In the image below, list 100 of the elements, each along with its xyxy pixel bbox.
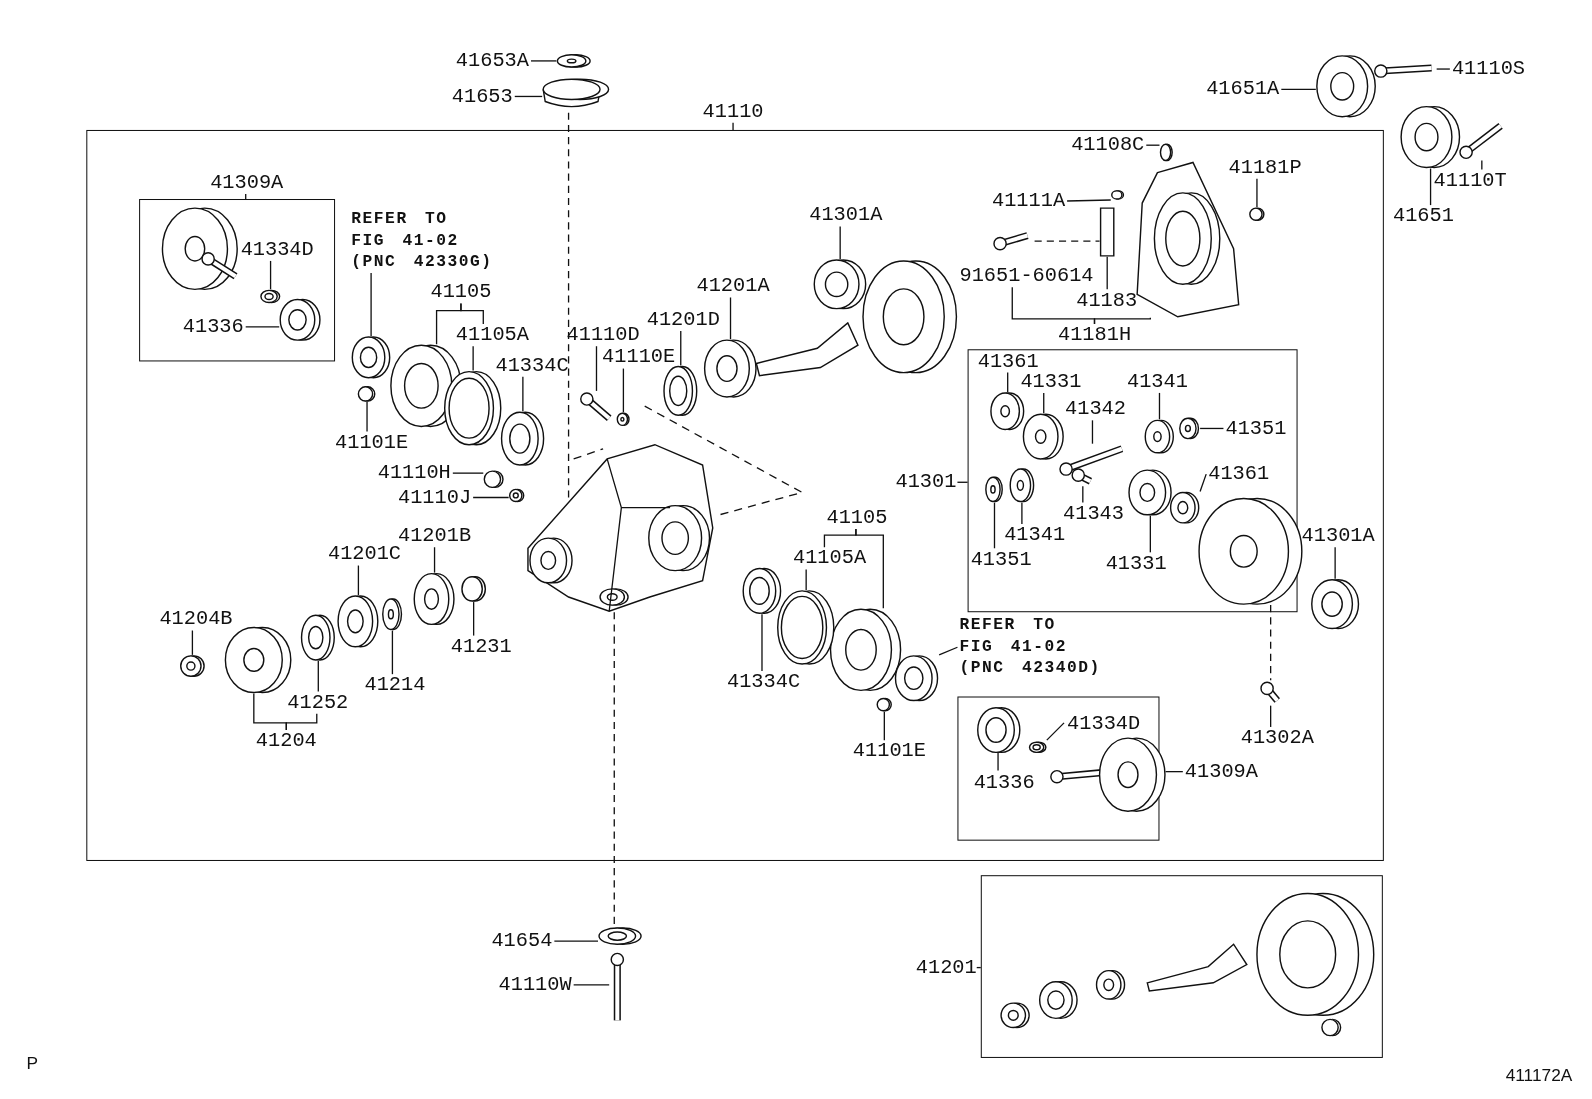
part-number: 41214	[364, 674, 426, 697]
reference-note: REFER TO FIG 41-02 (PNC 42330G)	[351, 209, 496, 274]
washer-drawing	[616, 412, 631, 427]
part-number: 41301	[895, 471, 957, 494]
nut-drawing	[179, 654, 206, 678]
leader-line	[1145, 144, 1161, 146]
part-number: 41110H	[377, 461, 451, 485]
differential-case-drawing	[1198, 497, 1304, 606]
part-number: 41351	[1225, 417, 1287, 440]
leader-line	[370, 272, 372, 337]
part-number: 41108C	[1071, 134, 1145, 157]
leader-line	[357, 564, 360, 596]
part-number: 41341	[1004, 523, 1066, 547]
flange-drawing	[224, 626, 293, 694]
part-number: 41201	[915, 956, 977, 979]
part-number: 41110W	[498, 973, 572, 996]
part-number: 41653A	[455, 49, 529, 73]
part-number: 41309A	[210, 171, 284, 194]
part-number: 41334C	[726, 671, 801, 694]
leader-line	[472, 496, 510, 499]
washer-drawing	[984, 476, 1005, 503]
part-number: 41334D	[1067, 712, 1141, 736]
plug-drawing	[483, 470, 505, 489]
leader-line	[1021, 501, 1023, 525]
part-number: 41343	[1063, 502, 1124, 525]
spacer-drawing	[460, 575, 487, 603]
leader-line	[366, 401, 368, 433]
leader-line	[1270, 705, 1272, 728]
leader-line	[839, 225, 841, 260]
leader-line	[938, 646, 959, 656]
leader-line	[1334, 546, 1336, 580]
leader-line	[191, 629, 194, 656]
plug-drawing	[1248, 207, 1266, 222]
leader-line	[522, 376, 524, 412]
leader-line	[1199, 427, 1225, 430]
bearing-drawing	[813, 258, 868, 310]
part-number: 41101E	[335, 431, 409, 454]
part-number: 41105	[430, 281, 492, 304]
leader-line	[1043, 392, 1045, 414]
leader-line	[1033, 240, 1101, 242]
leader-line	[993, 501, 996, 549]
leader-line	[1149, 515, 1151, 553]
leader-line	[595, 345, 598, 392]
part-number: 91651-60614	[959, 265, 1094, 288]
part-number: 41341	[1127, 370, 1188, 393]
bolt-drawing	[357, 385, 377, 403]
part-number: 41651	[1393, 205, 1454, 228]
o-ring-drawing	[776, 589, 836, 666]
cover-drawing	[829, 608, 902, 692]
seal-drawing	[300, 614, 337, 661]
shim-drawing	[500, 411, 546, 467]
leader-line	[433, 546, 436, 574]
part-number: 41334D	[240, 238, 314, 261]
leader-line	[460, 302, 484, 325]
bearing-drawing	[337, 594, 380, 648]
leader-line	[452, 472, 484, 474]
part-number: 41336	[973, 771, 1035, 794]
part-number: 41181H	[1057, 323, 1132, 347]
part-number: 41110S	[1451, 57, 1525, 81]
part-number: 41301A	[809, 204, 883, 227]
part-number: 41309A	[1184, 760, 1258, 783]
leader-line	[1007, 371, 1009, 393]
reference-note: REFER TO FIG 41-02 (PNC 42340D)	[959, 615, 1104, 680]
part-number: 41110D	[566, 323, 640, 347]
cup-drawing	[1315, 54, 1377, 118]
washer-drawing	[1178, 417, 1201, 440]
part-number: 41204	[255, 730, 317, 753]
spacer-drawing	[663, 365, 699, 417]
leader-line	[553, 940, 599, 942]
part-number: 41651A	[1206, 78, 1280, 101]
part-number: 41654	[491, 930, 553, 953]
leader-line	[573, 984, 610, 986]
seal-drawing	[279, 298, 322, 342]
part-number: 41110	[702, 100, 764, 123]
leader-line	[1158, 392, 1161, 420]
seal-drawing	[976, 706, 1022, 754]
leader-line	[855, 528, 884, 609]
leader-line	[245, 326, 280, 328]
bracket-drawing	[1099, 207, 1115, 257]
part-number: 41342	[1065, 398, 1126, 421]
o-ring-drawing	[443, 370, 503, 446]
part-number: 41252	[287, 691, 349, 714]
leader-line	[1066, 199, 1112, 202]
bolt-drawing	[876, 697, 893, 712]
page-marker: P	[26, 1053, 38, 1075]
leader-line	[1436, 68, 1451, 70]
washer-drawing	[381, 598, 404, 631]
part-number: 41351	[970, 548, 1032, 571]
leader-line	[317, 660, 319, 693]
leader-line	[1093, 317, 1151, 325]
gear-drawing	[1009, 468, 1035, 503]
figure-number: 411172A	[1505, 1066, 1573, 1087]
washer-drawing	[1169, 491, 1201, 524]
bolt-drawing	[1458, 120, 1506, 161]
leader-line	[1280, 88, 1317, 90]
gear-drawing	[1128, 469, 1173, 516]
part-number: 41181P	[1228, 156, 1302, 179]
snap-ring-drawing	[259, 289, 282, 304]
shim-drawing	[742, 567, 782, 615]
pin-drawing	[1110, 189, 1125, 200]
